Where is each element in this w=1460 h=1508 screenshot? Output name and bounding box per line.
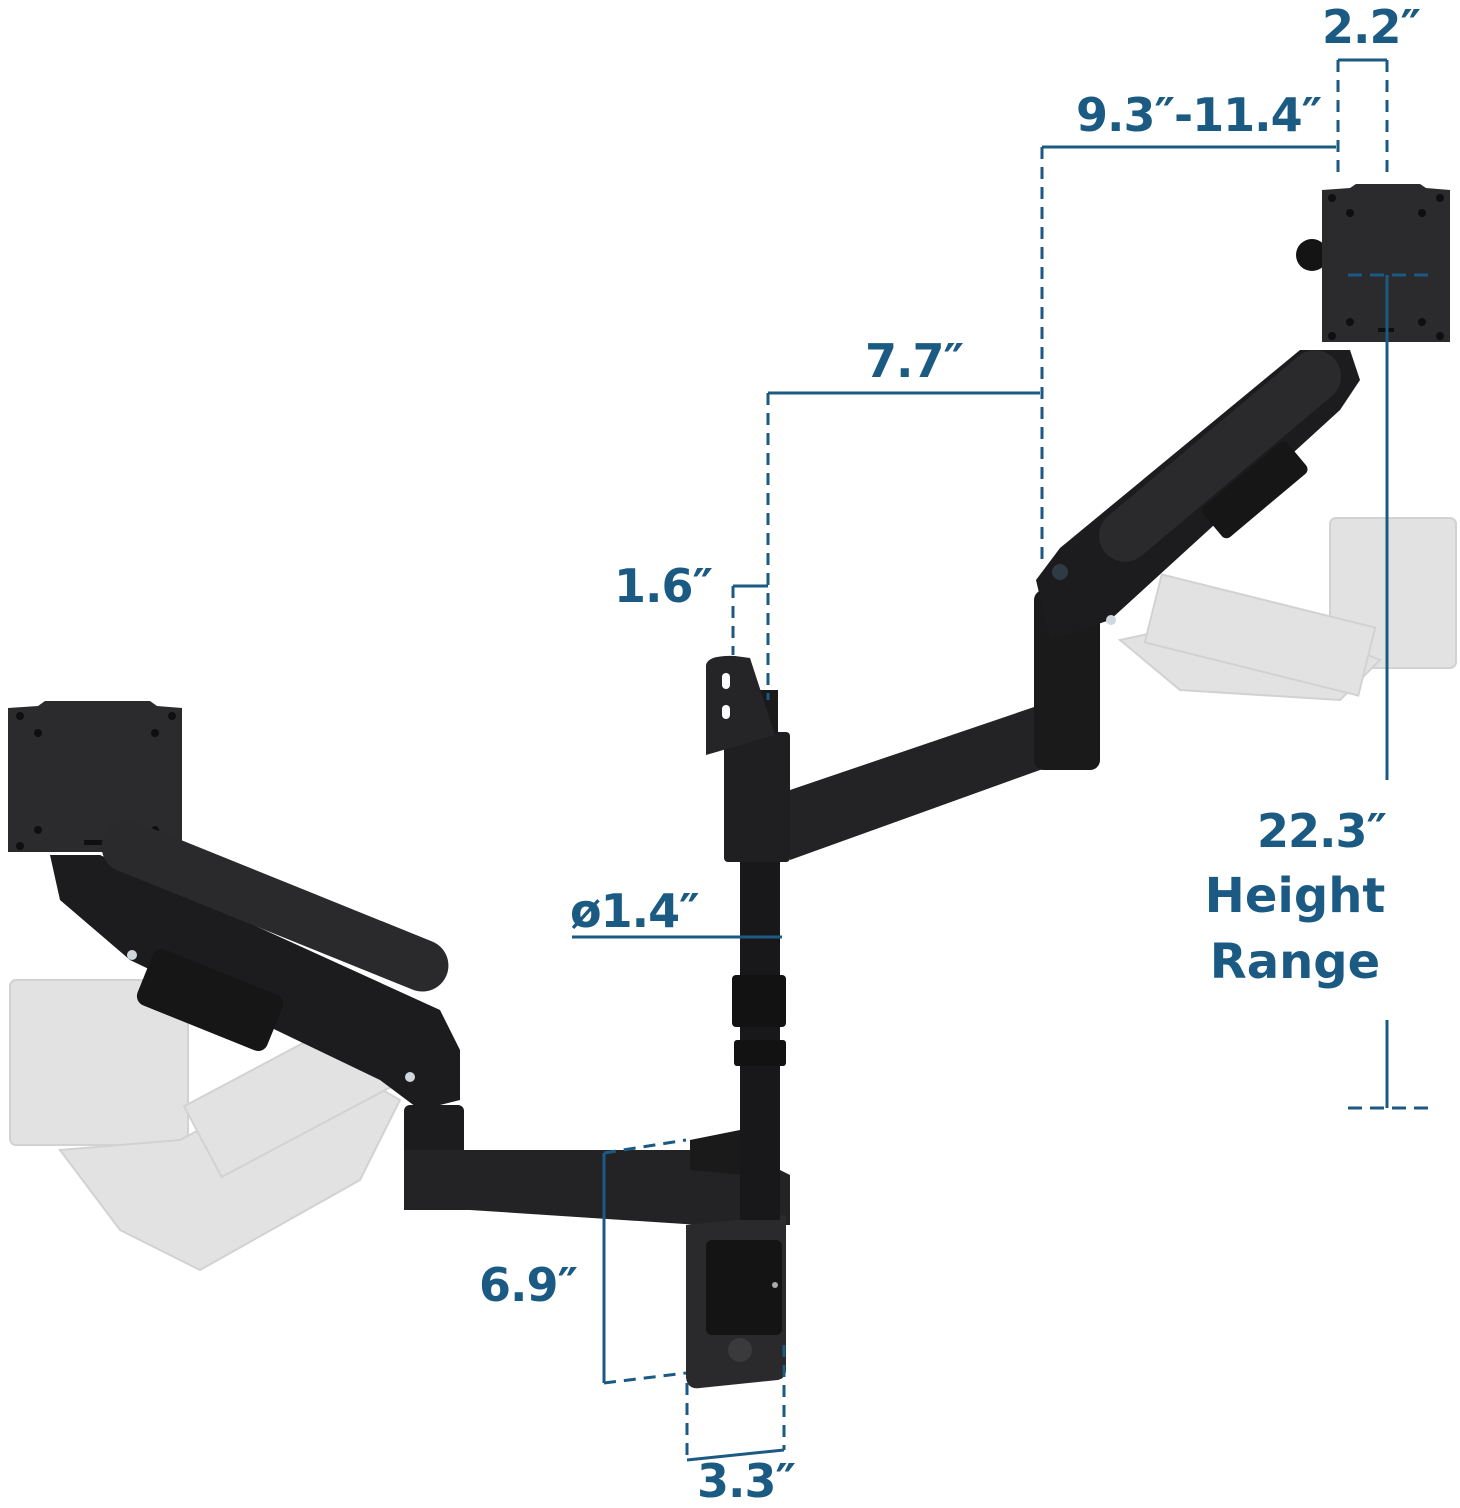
pole-diameter-label: ø1.4″ bbox=[570, 884, 700, 938]
ghost-right-arm-position bbox=[1117, 517, 1457, 702]
left-vesa-plate bbox=[8, 701, 182, 852]
wall-plate bbox=[686, 1215, 786, 1389]
lower-link-arm bbox=[404, 1130, 790, 1225]
wall-plate-height-label: 6.9″ bbox=[479, 1258, 578, 1312]
middle-arm-label: 7.7″ bbox=[865, 334, 964, 388]
top-bracket-label: 1.6″ bbox=[614, 559, 713, 613]
plate-offset-label: 2.2″ bbox=[1322, 0, 1421, 54]
height-range-value: 22.3″ bbox=[1257, 804, 1387, 858]
height-range-word-1: Height bbox=[1204, 868, 1386, 924]
dimension-lines bbox=[572, 58, 1428, 1462]
central-pole bbox=[706, 655, 790, 1220]
wall-plate-width-label: 3.3″ bbox=[697, 1454, 796, 1508]
height-range-word-2: Range bbox=[1209, 934, 1381, 990]
arm-extension-label: 9.3″-11.4″ bbox=[1076, 88, 1322, 142]
height-range-callout: 22.3″ Height Range bbox=[1195, 808, 1405, 986]
right-gas-spring-arm bbox=[1036, 239, 1360, 640]
